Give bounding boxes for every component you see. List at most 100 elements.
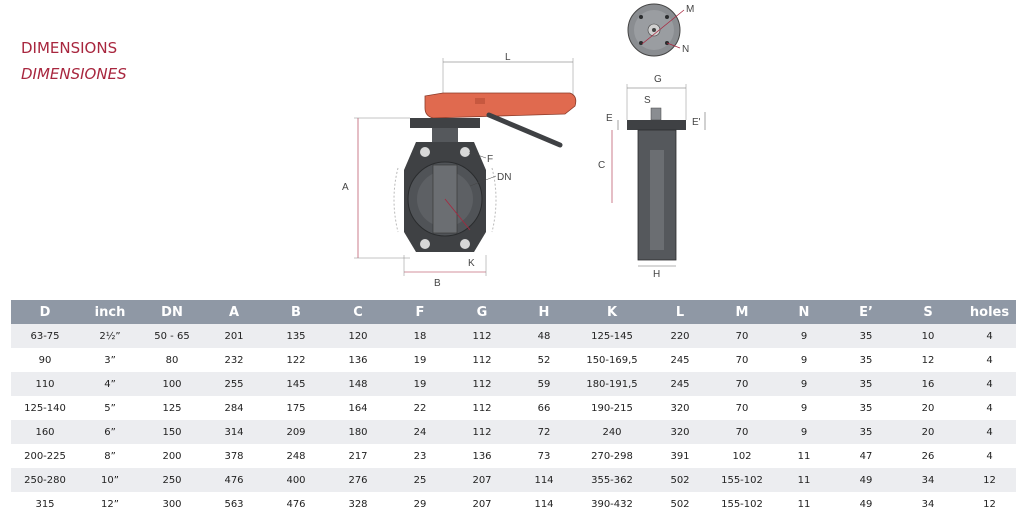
table-cell: 114 — [513, 492, 575, 516]
dimension-B: B — [403, 255, 487, 289]
table-cell: 300 — [141, 492, 203, 516]
table-cell: 148 — [327, 372, 389, 396]
table-cell: 476 — [265, 492, 327, 516]
table-cell: 150 — [141, 420, 203, 444]
table-cell: 200-225 — [11, 444, 79, 468]
table-cell: 35 — [835, 396, 897, 420]
column-header: E’ — [835, 300, 897, 324]
table-cell: 70 — [711, 420, 773, 444]
table-cell: 70 — [711, 396, 773, 420]
column-header: DN — [141, 300, 203, 324]
column-header: K — [575, 300, 649, 324]
table-cell: 255 — [203, 372, 265, 396]
table-cell: 4 — [959, 420, 1016, 444]
table-cell: 3” — [79, 348, 141, 372]
column-header: M — [711, 300, 773, 324]
table-cell: 22 — [389, 396, 451, 420]
table-cell: 276 — [327, 468, 389, 492]
table-cell: 16 — [897, 372, 959, 396]
table-cell: 9 — [773, 396, 835, 420]
table-cell: 11 — [773, 468, 835, 492]
table-cell: 563 — [203, 492, 265, 516]
table-cell: 9 — [773, 420, 835, 444]
table-cell: 48 — [513, 324, 575, 348]
table-cell: 112 — [451, 396, 513, 420]
column-header: inch — [79, 300, 141, 324]
table-cell: 9 — [773, 372, 835, 396]
table-cell: 9 — [773, 348, 835, 372]
table-cell: 35 — [835, 324, 897, 348]
table-cell: 4 — [959, 372, 1016, 396]
table-cell: 35 — [835, 348, 897, 372]
column-header: L — [649, 300, 711, 324]
table-cell: 328 — [327, 492, 389, 516]
table-cell: 24 — [389, 420, 451, 444]
table-cell: 190-215 — [575, 396, 649, 420]
table-cell: 378 — [203, 444, 265, 468]
table-cell: 136 — [451, 444, 513, 468]
table-cell: 245 — [649, 348, 711, 372]
table-cell: 29 — [389, 492, 451, 516]
table-cell: 12 — [959, 492, 1016, 516]
table-cell: 18 — [389, 324, 451, 348]
label-E-prime: E' — [692, 117, 701, 128]
table-cell: 4 — [959, 348, 1016, 372]
label-F: F — [487, 154, 493, 165]
table-cell: 112 — [451, 420, 513, 444]
table-cell: 52 — [513, 348, 575, 372]
dimensions-title-spanish: DIMENSIONES — [21, 65, 127, 83]
label-C: C — [598, 160, 605, 171]
table-cell: 20 — [897, 396, 959, 420]
table-cell: 240 — [575, 420, 649, 444]
table-cell: 23 — [389, 444, 451, 468]
table-cell: 63-75 — [11, 324, 79, 348]
dimension-L: L — [442, 52, 574, 96]
table-cell: 232 — [203, 348, 265, 372]
table-cell: 112 — [451, 372, 513, 396]
label-B: B — [434, 278, 441, 289]
label-N: N — [682, 44, 689, 55]
table-cell: 164 — [327, 396, 389, 420]
table-cell: 25 — [389, 468, 451, 492]
table-cell: 10” — [79, 468, 141, 492]
table-cell: 217 — [327, 444, 389, 468]
top-plate — [410, 118, 480, 128]
label-K: K — [468, 258, 475, 269]
column-header: C — [327, 300, 389, 324]
table-cell: 320 — [649, 420, 711, 444]
table-cell: 49 — [835, 468, 897, 492]
table-cell: 47 — [835, 444, 897, 468]
table-cell: 34 — [897, 492, 959, 516]
table-cell: 125-145 — [575, 324, 649, 348]
label-A: A — [342, 182, 349, 193]
table-cell: 125 — [141, 396, 203, 420]
column-header: holes — [959, 300, 1016, 324]
column-header: S — [897, 300, 959, 324]
table-cell: 19 — [389, 348, 451, 372]
table-cell: 136 — [327, 348, 389, 372]
table-cell: 12” — [79, 492, 141, 516]
label-G: G — [654, 74, 662, 85]
table-cell: 250-280 — [11, 468, 79, 492]
table-cell: 502 — [649, 492, 711, 516]
table-cell: 250 — [141, 468, 203, 492]
dimensions-title: DIMENSIONS — [21, 39, 118, 57]
table-cell: 4 — [959, 444, 1016, 468]
table-cell: 180 — [327, 420, 389, 444]
label-H: H — [653, 269, 660, 280]
table-cell: 4 — [959, 324, 1016, 348]
table-cell: 160 — [11, 420, 79, 444]
table-cell: 207 — [451, 492, 513, 516]
table-cell: 66 — [513, 396, 575, 420]
table-cell: 4” — [79, 372, 141, 396]
valve-technical-drawing: L A — [342, 3, 706, 289]
table-cell: 122 — [265, 348, 327, 372]
